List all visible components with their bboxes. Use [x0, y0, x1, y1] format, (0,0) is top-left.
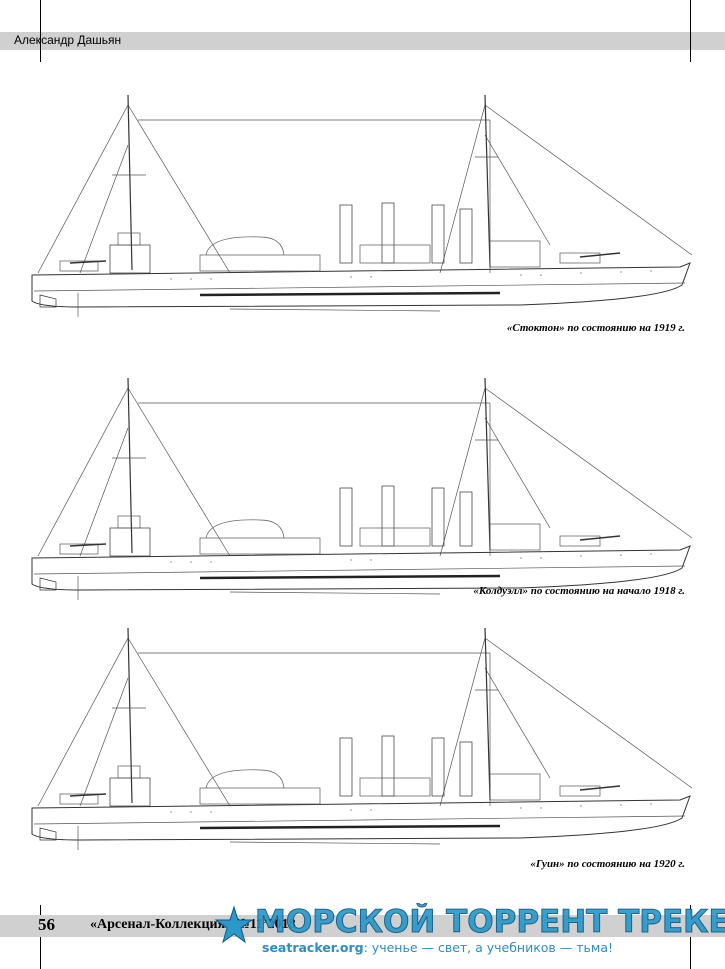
page-number: 56	[38, 915, 55, 934]
header-author: Александр Дашьян	[14, 33, 122, 47]
ship-drawing-caldwell	[30, 378, 694, 602]
crop-mark	[690, 0, 691, 62]
watermark-subtitle: seatracker.org: ученье — свет, а учебник…	[262, 940, 613, 955]
watermark-slogan: : ученье — свет, а учебников — тьма!	[363, 940, 613, 955]
ship-drawing-stockton	[30, 95, 694, 319]
drawing-caption: «Колдуэлл» по состоянию на начало 1918 г…	[473, 585, 685, 597]
crop-mark	[690, 905, 691, 969]
watermark-title: МОРСКОЙ ТОРРЕНТ ТРЕКЕР	[254, 904, 725, 941]
crop-mark	[40, 905, 41, 969]
drawing-caption: «Стоктон» по состоянию на 1919 г.	[506, 322, 685, 334]
header-bar	[0, 32, 725, 50]
watermark-site-link[interactable]: seatracker.org	[262, 940, 364, 955]
ship-drawing-gwin	[30, 628, 694, 852]
crop-mark	[40, 0, 41, 62]
drawing-caption: «Гуин» по состоянию на 1920 г.	[530, 858, 685, 870]
star-logo-icon	[214, 905, 254, 944]
footer-bar	[0, 915, 725, 937]
